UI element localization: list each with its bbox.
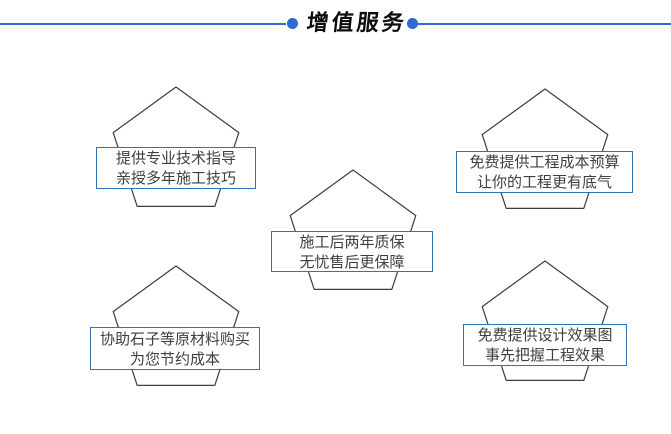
service-line2: 亲授多年施工技巧 <box>115 169 236 187</box>
service-line2: 事先把握工程效果 <box>484 346 605 364</box>
service-line1: 施工后两年质保 <box>299 232 405 251</box>
service-line2: 让你的工程更有底气 <box>476 173 612 191</box>
service-line1: 协助石子等原材料购买 <box>99 329 250 348</box>
header-divider-line-right <box>417 23 671 25</box>
service-line2: 无忧售后更保障 <box>299 252 405 271</box>
service-line2: 为您节约成本 <box>129 349 220 368</box>
header-dot-left <box>287 18 298 29</box>
service-label-box: 免费提供设计效果图 事先把握工程效果 <box>463 324 627 366</box>
service-line1: 提供专业技术指导 <box>115 149 236 167</box>
service-line1: 免费提供工程成本预算 <box>469 153 620 171</box>
service-line1: 免费提供设计效果图 <box>477 326 613 344</box>
service-label-box: 免费提供工程成本预算 让你的工程更有底气 <box>456 151 633 193</box>
pentagon-outline <box>112 265 240 387</box>
page-title: 增值服务 <box>305 11 409 36</box>
service-label-box: 协助石子等原材料购买 为您节约成本 <box>90 327 260 370</box>
pentagon-outline <box>481 88 609 210</box>
header-divider-line-left <box>0 23 286 25</box>
pentagon-outline <box>481 260 609 382</box>
service-label-box: 施工后两年质保 无忧售后更保障 <box>271 231 433 272</box>
pentagon-outline <box>289 169 417 291</box>
service-label-box: 提供专业技术指导 亲授多年施工技巧 <box>96 147 256 189</box>
header-dot-right <box>407 18 418 29</box>
pentagon-outline <box>112 86 240 208</box>
